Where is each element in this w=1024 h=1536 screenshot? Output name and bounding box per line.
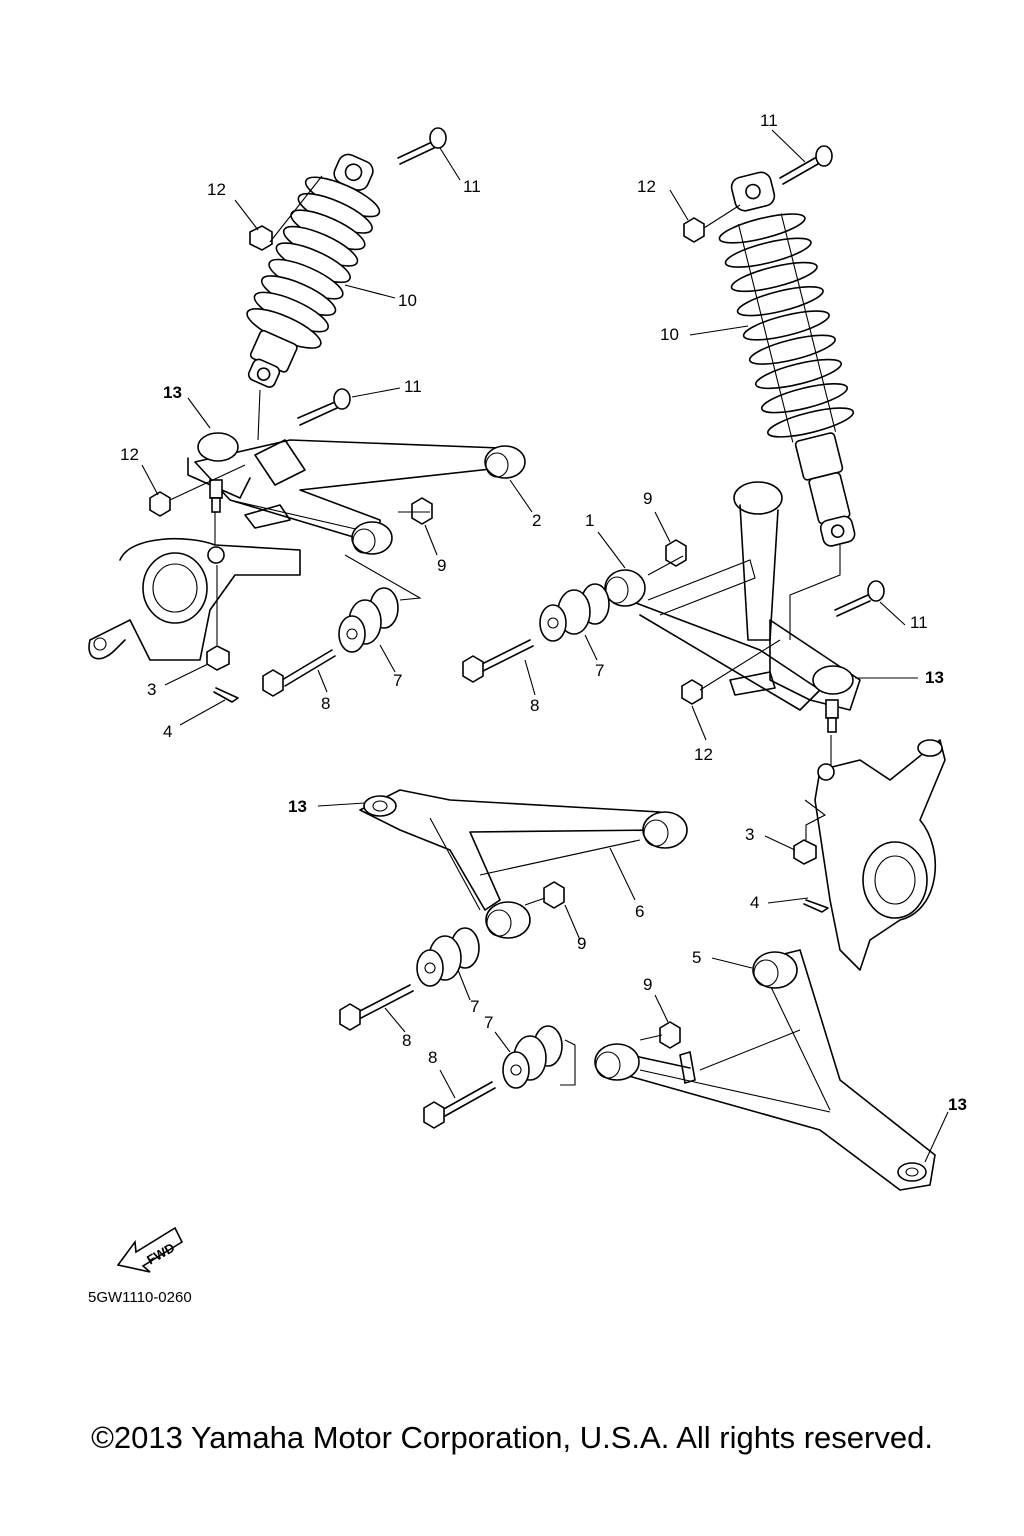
callout-2: 2 <box>532 511 541 530</box>
nut-12-top-left <box>249 225 273 251</box>
right-knuckle <box>814 739 946 971</box>
left-upper-arm <box>187 432 526 555</box>
leader-lines <box>141 129 949 1163</box>
copyright-notice: ©2013 Yamaha Motor Corporation, U.S.A. A… <box>91 1420 933 1455</box>
callout-13: 13 <box>288 797 307 816</box>
callout-3: 3 <box>745 825 754 844</box>
callout-11: 11 <box>910 613 928 632</box>
callout-11: 11 <box>463 177 481 196</box>
callout-12: 12 <box>694 745 713 764</box>
right-upper-arm <box>604 481 861 733</box>
callout-7: 7 <box>470 997 479 1016</box>
callout-8: 8 <box>402 1031 411 1050</box>
bolt-8-lower-left <box>339 984 414 1031</box>
left-knuckle <box>88 537 301 661</box>
callout-3: 3 <box>147 680 156 699</box>
callout-13: 13 <box>948 1095 967 1114</box>
callout-8: 8 <box>530 696 539 715</box>
bolt-8-lower-right <box>423 1081 496 1129</box>
fwd-arrow-icon: FWD <box>116 1226 184 1273</box>
callout-1: 1 <box>585 511 594 530</box>
callout-13: 13 <box>163 383 182 402</box>
callout-7: 7 <box>393 671 402 690</box>
callout-12: 12 <box>120 445 139 464</box>
nut-12-top-right <box>683 217 705 243</box>
callout-12: 12 <box>637 177 656 196</box>
callout-11: 11 <box>404 377 422 396</box>
callout-4: 4 <box>750 893 759 912</box>
callout-5: 5 <box>692 948 701 967</box>
nut-9-left <box>411 497 433 525</box>
callout-9: 9 <box>437 556 446 575</box>
callout-6: 6 <box>635 902 644 921</box>
bushing-7-right <box>539 583 610 642</box>
bolt-8-right <box>462 639 534 683</box>
callout-7: 7 <box>595 661 604 680</box>
left-shock-absorber <box>246 153 381 388</box>
callout-8: 8 <box>428 1048 437 1067</box>
bushing-7-lower-right <box>502 1025 563 1089</box>
left-lower-arm <box>359 789 688 939</box>
bolt-11-top-right <box>779 145 833 185</box>
bolt-8-left <box>262 649 336 697</box>
callout-4: 4 <box>163 722 172 741</box>
bolt-11-mid-right <box>834 580 885 617</box>
right-shock-absorber <box>718 171 856 547</box>
callout-10: 10 <box>660 325 679 344</box>
callout-11: 11 <box>760 111 778 130</box>
callout-12: 12 <box>207 180 226 199</box>
nut-9-right <box>665 539 687 567</box>
bolt-11-top-left <box>397 127 447 165</box>
nut-9-lower-right <box>659 1021 681 1049</box>
callout-10: 10 <box>398 291 417 310</box>
bolt-11-mid-left <box>297 388 351 426</box>
assembly-lines <box>169 175 841 1086</box>
callout-labels: 11 12 10 11 13 12 2 9 7 8 3 4 11 12 10 9… <box>120 111 967 1114</box>
diagram-code: 5GW1110-0260 <box>88 1289 192 1306</box>
nut-12-bottom-right <box>681 679 703 705</box>
nut-3-left <box>206 645 230 671</box>
nut-3-right <box>793 839 817 865</box>
nut-12-mid-left <box>149 491 171 517</box>
cotter-pin-4-right <box>803 899 829 913</box>
callout-8: 8 <box>321 694 330 713</box>
nut-9-lower-left <box>543 881 565 909</box>
callout-9: 9 <box>643 975 652 994</box>
callout-7: 7 <box>484 1013 493 1032</box>
callout-9: 9 <box>577 934 586 953</box>
cotter-pin-4-left <box>213 687 239 703</box>
bushing-7-lower-left <box>416 927 480 987</box>
bushing-7-left <box>338 587 399 653</box>
right-lower-arm <box>594 949 936 1191</box>
callout-13: 13 <box>925 668 944 687</box>
callout-9: 9 <box>643 489 652 508</box>
